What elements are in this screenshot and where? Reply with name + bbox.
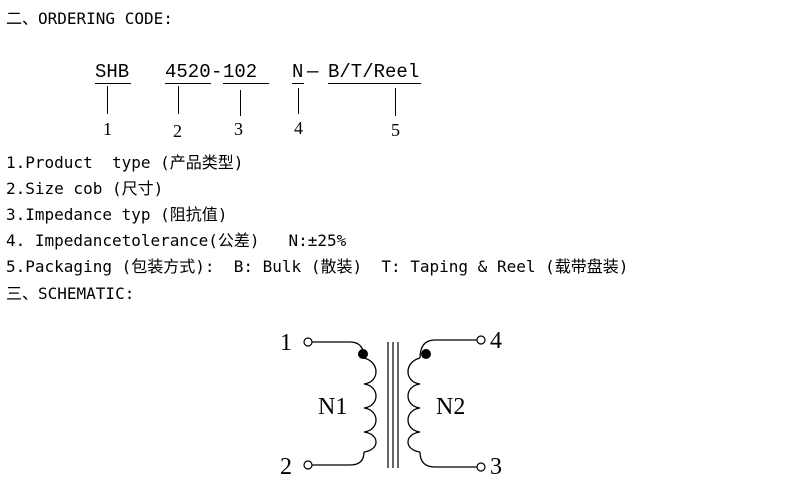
pin-label-3: 3 [490, 454, 502, 480]
code-index: 4 [294, 118, 303, 138]
winding-label-n2: N2 [436, 394, 465, 420]
code-index: 2 [173, 121, 182, 141]
code-part-tolerance: N [292, 61, 304, 83]
schematic-heading: 三、SCHEMATIC: [6, 284, 135, 303]
pin-terminal [303, 460, 313, 470]
ordering-item-size: 2.Size cob (尺寸) [6, 179, 164, 198]
code-part-packaging: B/T/Reel [328, 61, 420, 83]
ordering-item-packaging: 5.Packaging (包装方式): B: Bulk (散装) T: Tapi… [6, 257, 629, 276]
transformer-schematic: 1 2 4 3 N1 N2 [280, 328, 502, 480]
code-underline [292, 83, 304, 84]
code-index: 5 [391, 120, 400, 140]
code-underline [95, 83, 131, 84]
code-part-series: SHB [95, 61, 130, 83]
code-index: 3 [234, 119, 243, 139]
code-part-size: 4520 [165, 61, 211, 83]
pin-label-4: 4 [490, 328, 502, 354]
code-part-impedance: 102 [223, 61, 258, 83]
ordering-code-heading: 二、ORDERING CODE: [6, 9, 173, 28]
code-index: 1 [103, 119, 112, 139]
pin-label-1: 1 [280, 330, 292, 356]
code-pointer-line [395, 88, 396, 116]
code-part-separator: — [307, 61, 319, 83]
pin-terminal [476, 335, 486, 345]
polarity-dot [358, 349, 368, 359]
pin-label-2: 2 [280, 454, 292, 480]
winding-label-n1: N1 [318, 394, 347, 420]
winding-n1-coil [363, 357, 377, 453]
code-pointer-line [240, 90, 241, 116]
code-pointer-line [107, 86, 108, 114]
code-underline [165, 83, 211, 84]
pin-terminal [303, 337, 313, 347]
polarity-dot [421, 349, 431, 359]
ordering-item-product-type: 1.Product type (产品类型) [6, 153, 244, 172]
code-pointer-line [298, 88, 299, 114]
code-pointer-line [178, 86, 179, 114]
code-underline [223, 83, 269, 84]
ordering-item-impedance: 3.Impedance typ (阻抗值) [6, 205, 228, 224]
winding-n2-coil [407, 357, 421, 453]
code-part-dash: - [211, 61, 223, 83]
code-underline [328, 83, 421, 84]
ordering-item-tolerance: 4. Impedancetolerance(公差) N:±25% [6, 231, 347, 250]
pin-terminal [476, 462, 486, 472]
